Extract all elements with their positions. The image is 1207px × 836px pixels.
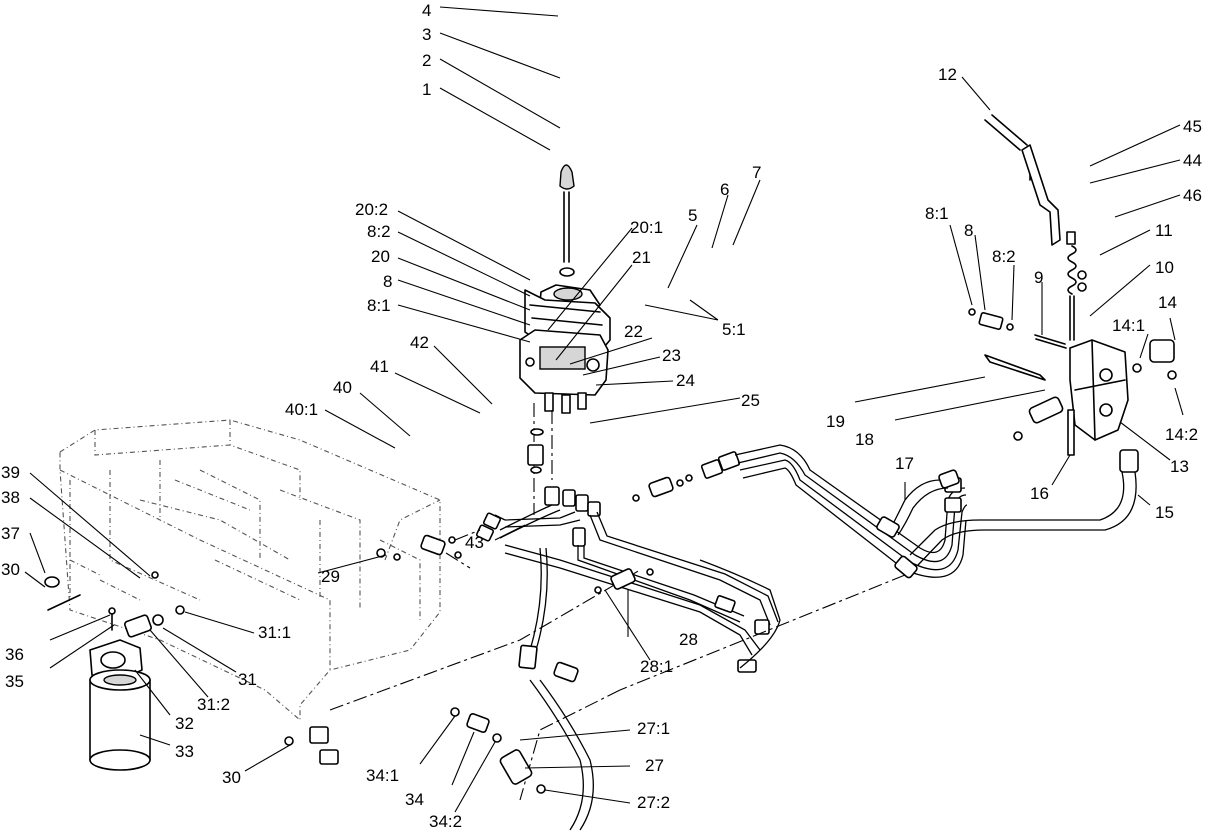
- callout-31-2: 31:2: [197, 695, 230, 714]
- lower-fittings: [284, 568, 654, 794]
- control-valve-assembly: [519, 164, 611, 414]
- callout-14: 14: [1158, 293, 1177, 312]
- pressure-lines-upper: [632, 444, 968, 578]
- elbow-part-14: [1149, 339, 1175, 363]
- callout-28: 28: [679, 630, 698, 649]
- callout-8-left: 8: [383, 272, 392, 291]
- callout-1: 1: [422, 80, 431, 99]
- tee-fitting-part-40: [420, 534, 446, 556]
- callout-43: 43: [465, 533, 484, 552]
- callout-20-2: 20:2: [355, 200, 388, 219]
- callout-8-2-right: 8:2: [992, 247, 1016, 266]
- callout-11: 11: [1155, 221, 1173, 240]
- callout-7: 7: [752, 163, 761, 182]
- bolt-part-16: [1067, 409, 1075, 456]
- callout-32: 32: [175, 714, 194, 733]
- tractor-frame-phantom: [59, 419, 441, 722]
- callout-31: 31: [238, 670, 257, 689]
- callout-8-1-right: 8:1: [925, 204, 949, 223]
- elbow-part-27: [499, 749, 533, 785]
- callout-42: 42: [410, 333, 429, 352]
- fitting-part-23: [575, 494, 589, 512]
- callout-22: 22: [624, 322, 643, 341]
- lift-control-valve: [968, 114, 1177, 456]
- return-hoses: [329, 449, 1139, 801]
- leader-lines: [24, 6, 1184, 813]
- fitting-part-7: [717, 451, 741, 471]
- callout-30-upper: 30: [1, 560, 20, 579]
- callout-14-1: 14:1: [1112, 316, 1145, 335]
- callout-15: 15: [1155, 503, 1174, 522]
- fitting-part-28: [610, 568, 636, 590]
- callout-40-1: 40:1: [285, 400, 318, 419]
- callout-35: 35: [5, 672, 24, 691]
- valve-body-part-13: [1069, 339, 1129, 441]
- callout-41: 41: [370, 357, 389, 376]
- washer-part-2: [559, 267, 575, 277]
- callout-38: 38: [1, 488, 20, 507]
- callout-13: 13: [1170, 457, 1189, 476]
- callout-30-lower: 30: [222, 768, 241, 787]
- callout-2: 2: [422, 51, 431, 70]
- callout-12: 12: [938, 65, 957, 84]
- callout-24: 24: [676, 371, 695, 390]
- callout-5-1: 5:1: [722, 320, 746, 339]
- filter-assembly: [44, 548, 386, 771]
- callout-9: 9: [1034, 268, 1043, 287]
- callout-25: 25: [741, 391, 760, 410]
- callout-40: 40: [333, 378, 352, 397]
- callout-20: 20: [371, 247, 390, 266]
- callout-20-1: 20:1: [630, 218, 663, 237]
- fitting-part-8: [978, 312, 1004, 330]
- callout-8-right: 8: [964, 221, 973, 240]
- callout-18: 18: [855, 430, 874, 449]
- callout-8-1-left: 8:1: [367, 296, 391, 315]
- callout-17: 17: [895, 454, 914, 473]
- callout-28-1: 28:1: [640, 657, 673, 676]
- fitting-part-22: [562, 489, 576, 507]
- callout-29: 29: [321, 567, 340, 586]
- callout-16: 16: [1030, 484, 1049, 503]
- callout-27: 27: [645, 756, 664, 775]
- linkage-part-19: [984, 354, 1046, 381]
- callout-19: 19: [826, 412, 845, 431]
- callout-21: 21: [632, 248, 651, 267]
- callout-34: 34: [405, 790, 424, 809]
- lever-part-12: [984, 114, 1028, 151]
- callout-39: 39: [1, 463, 20, 482]
- callout-27-2: 27:2: [637, 793, 670, 812]
- callout-4: 4: [422, 1, 431, 20]
- callout-14-2: 14:2: [1165, 425, 1198, 444]
- callout-34-1: 34:1: [366, 766, 399, 785]
- fitting-part-21: [544, 486, 560, 506]
- callout-44: 44: [1183, 151, 1202, 170]
- callout-33: 33: [175, 742, 194, 761]
- callout-3: 3: [422, 25, 431, 44]
- callout-27-1: 27:1: [637, 719, 670, 738]
- callout-45: 45: [1183, 117, 1202, 136]
- fitting-part-34: [466, 713, 490, 733]
- callout-6: 6: [720, 180, 729, 199]
- fitting-part-31: [124, 614, 152, 638]
- spring-part-11: [1067, 245, 1077, 295]
- callout-23: 23: [662, 346, 681, 365]
- callout-46: 46: [1183, 186, 1202, 205]
- callout-36: 36: [5, 645, 24, 664]
- callout-5: 5: [688, 206, 697, 225]
- callout-34-2: 34:2: [429, 812, 462, 831]
- knob-part-4: [559, 164, 575, 190]
- fitting-part-5: [648, 476, 674, 498]
- callout-8-2-left: 8:2: [367, 222, 391, 241]
- callout-37: 37: [1, 524, 20, 543]
- callout-31-1: 31:1: [258, 623, 291, 642]
- lift-valve-lines: [393, 403, 781, 831]
- callout-10: 10: [1155, 258, 1174, 277]
